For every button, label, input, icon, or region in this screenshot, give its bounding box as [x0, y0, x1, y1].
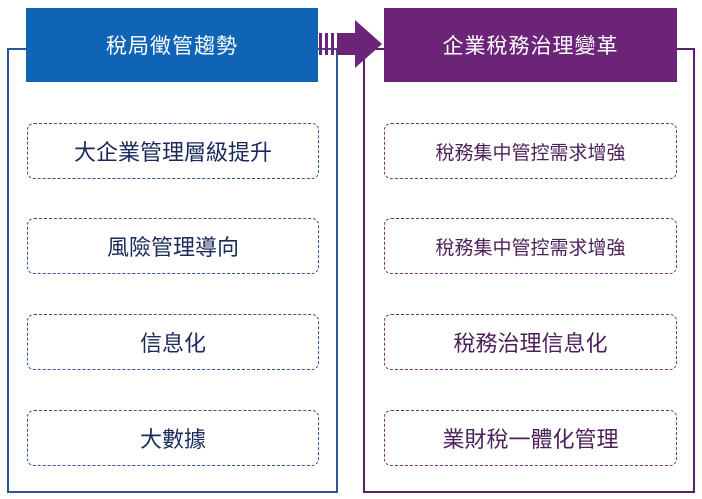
right-item-2: 稅務集中管控需求增強: [384, 218, 677, 274]
right-item-1: 稅務集中管控需求增強: [384, 123, 677, 179]
left-item-1: 大企業管理層級提升: [27, 123, 319, 179]
left-column-header: 稅局徵管趨勢: [26, 8, 318, 82]
left-item-4: 大數據: [27, 410, 319, 466]
right-item-3: 稅務治理信息化: [384, 314, 677, 370]
left-item-3: 信息化: [27, 314, 319, 370]
right-arrow-icon: [319, 20, 382, 68]
left-item-2: 風險管理導向: [27, 218, 319, 274]
right-item-4: 業財稅一體化管理: [384, 410, 677, 466]
right-column-header: 企業稅務治理變革: [384, 8, 677, 82]
